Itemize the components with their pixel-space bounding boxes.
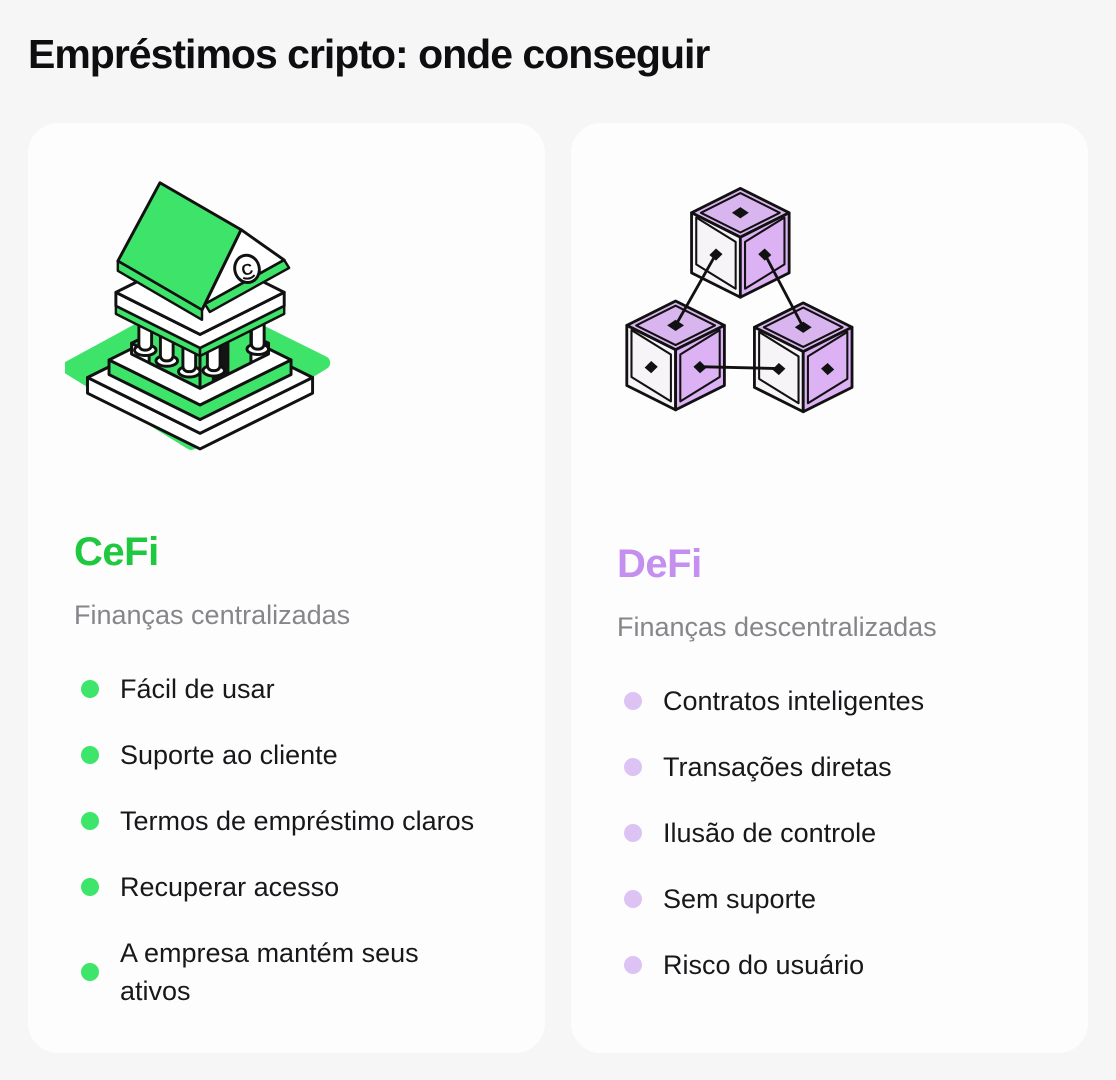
bullet-dot-icon bbox=[624, 890, 642, 908]
list-item: A empresa mantém seus ativos bbox=[81, 934, 499, 1010]
bullet-dot-icon bbox=[81, 812, 99, 830]
bank-icon: C bbox=[65, 181, 331, 451]
list-item-label: Termos de empréstimo claros bbox=[120, 806, 475, 836]
svg-text:C: C bbox=[240, 261, 255, 280]
list-item: Risco do usuário bbox=[624, 946, 1042, 984]
bullet-dot-icon bbox=[624, 956, 642, 974]
bullet-dot-icon bbox=[624, 758, 642, 776]
list-item-label: A empresa mantém seus ativos bbox=[120, 938, 419, 1006]
comparison-cards: C CeFi Finanças centralizadas Fácil de u… bbox=[28, 123, 1088, 1053]
list-item: Termos de empréstimo claros bbox=[81, 802, 499, 840]
defi-card: DeFi Finanças descentralizadas Contratos… bbox=[571, 123, 1088, 1053]
list-item-label: Contratos inteligentes bbox=[663, 686, 925, 716]
defi-illustration bbox=[617, 179, 1042, 504]
defi-subtitle: Finanças descentralizadas bbox=[617, 612, 937, 642]
list-item: Transações diretas bbox=[624, 748, 1042, 786]
page-title: Empréstimos cripto: onde conseguir bbox=[28, 31, 710, 77]
cefi-card: C CeFi Finanças centralizadas Fácil de u… bbox=[28, 123, 545, 1053]
coin-icon: C bbox=[233, 253, 261, 284]
cefi-title: CeFi bbox=[74, 530, 159, 574]
list-item: Contratos inteligentes bbox=[624, 682, 1042, 720]
bullet-dot-icon bbox=[81, 746, 99, 764]
bullet-dot-icon bbox=[81, 878, 99, 896]
bullet-dot-icon bbox=[624, 824, 642, 842]
infographic-page: Empréstimos cripto: onde conseguir bbox=[28, 31, 1088, 1053]
bullet-dot-icon bbox=[624, 692, 642, 710]
list-item: Sem suporte bbox=[624, 880, 1042, 918]
list-item: Recuperar acesso bbox=[81, 868, 499, 906]
cefi-illustration: C bbox=[65, 167, 499, 492]
list-item-label: Suporte ao cliente bbox=[120, 740, 338, 770]
blockchain-cubes-icon bbox=[625, 186, 854, 414]
list-item-label: Risco do usuário bbox=[663, 950, 865, 980]
bullet-dot-icon bbox=[81, 963, 99, 981]
cefi-subtitle: Finanças centralizadas bbox=[74, 600, 351, 630]
list-item-label: Fácil de usar bbox=[120, 674, 275, 704]
list-item-label: Sem suporte bbox=[663, 884, 817, 914]
list-item: Suporte ao cliente bbox=[81, 736, 499, 774]
list-item: Ilusão de controle bbox=[624, 814, 1042, 852]
list-item-label: Ilusão de controle bbox=[663, 818, 877, 848]
list-item-label: Transações diretas bbox=[663, 752, 892, 782]
bullet-dot-icon bbox=[81, 680, 99, 698]
defi-title: DeFi bbox=[617, 542, 702, 586]
list-item: Fácil de usar bbox=[81, 670, 499, 708]
list-item-label: Recuperar acesso bbox=[120, 872, 340, 902]
